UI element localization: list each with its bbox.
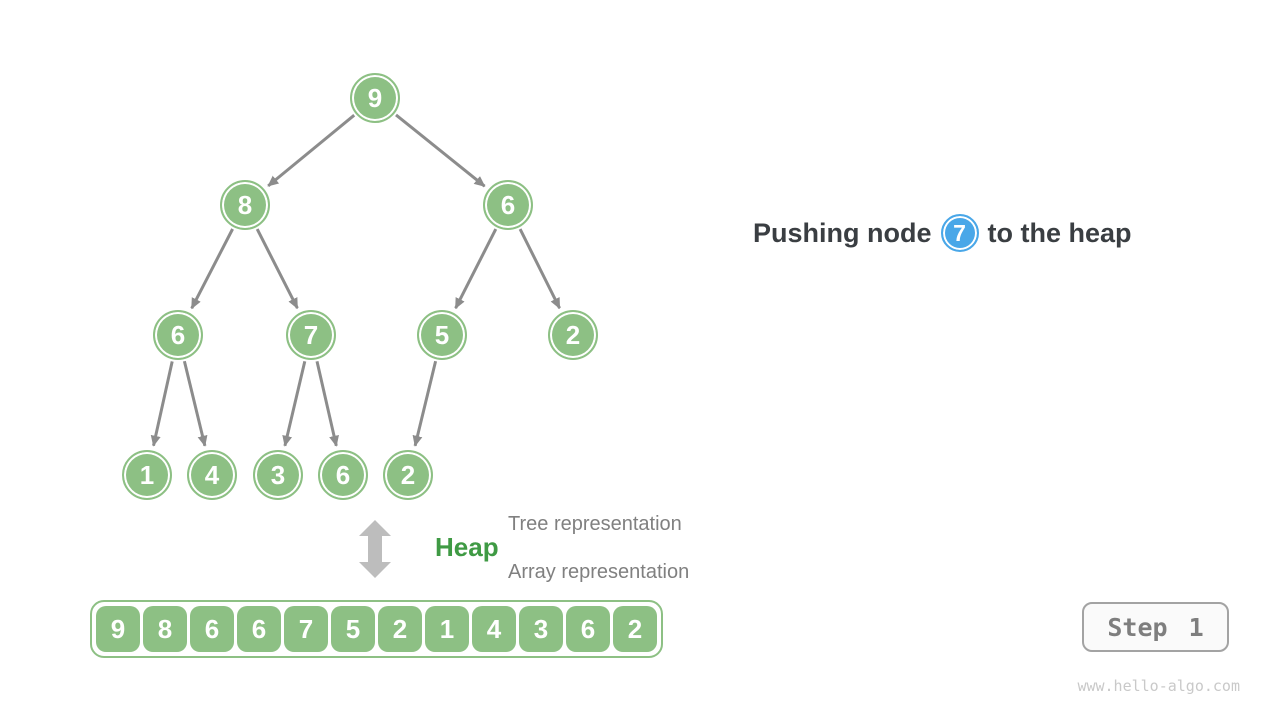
array-cell: 6	[566, 606, 610, 652]
tree-node: 9	[350, 73, 400, 123]
array-representation-label: Array representation	[508, 561, 690, 583]
status-suffix: to the heap	[987, 217, 1132, 248]
tree-node: 6	[153, 310, 203, 360]
tree-edge	[190, 228, 234, 310]
watermark: www.hello-algo.com	[1077, 677, 1240, 695]
status-prefix: Pushing node	[753, 217, 932, 248]
tree-node: 2	[383, 450, 433, 500]
tree-edge	[255, 228, 299, 310]
array-cell: 5	[331, 606, 375, 652]
tree-node: 1	[122, 450, 172, 500]
tree-node: 8	[220, 180, 270, 230]
tree-edge	[182, 360, 208, 447]
tree-node: 3	[253, 450, 303, 500]
tree-node: 6	[483, 180, 533, 230]
up-down-arrow-icon	[359, 520, 391, 578]
tree-edge	[267, 114, 356, 188]
tree-edge	[282, 360, 307, 447]
tree-edge	[454, 228, 498, 310]
tree-edge	[150, 361, 174, 447]
array-cell: 4	[472, 606, 516, 652]
pushed-node-value: 7	[953, 219, 966, 246]
array-cell: 9	[96, 606, 140, 652]
tree-representation-label: Tree representation	[508, 513, 682, 535]
tree-node: 7	[286, 310, 336, 360]
tree-node: 2	[548, 310, 598, 360]
tree-edge	[315, 360, 339, 447]
array-cell: 1	[425, 606, 469, 652]
array-cell: 7	[284, 606, 328, 652]
tree-edge	[395, 113, 486, 188]
array-cell: 3	[519, 606, 563, 652]
tree-edge	[518, 228, 561, 310]
tree-edge	[412, 360, 438, 447]
tree-node: 5	[417, 310, 467, 360]
step-badge: Step 1	[1082, 602, 1229, 652]
array-cell: 8	[143, 606, 187, 652]
pushed-node-badge: 7	[940, 214, 979, 252]
array-cell: 2	[378, 606, 422, 652]
heap-label: Heap	[435, 532, 499, 562]
tree-node: 6	[318, 450, 368, 500]
status-text: Pushing node 7 to the heap	[753, 212, 1132, 254]
tree-node: 4	[187, 450, 237, 500]
array-cell: 2	[613, 606, 657, 652]
array-cell: 6	[237, 606, 281, 652]
array-cell: 6	[190, 606, 234, 652]
